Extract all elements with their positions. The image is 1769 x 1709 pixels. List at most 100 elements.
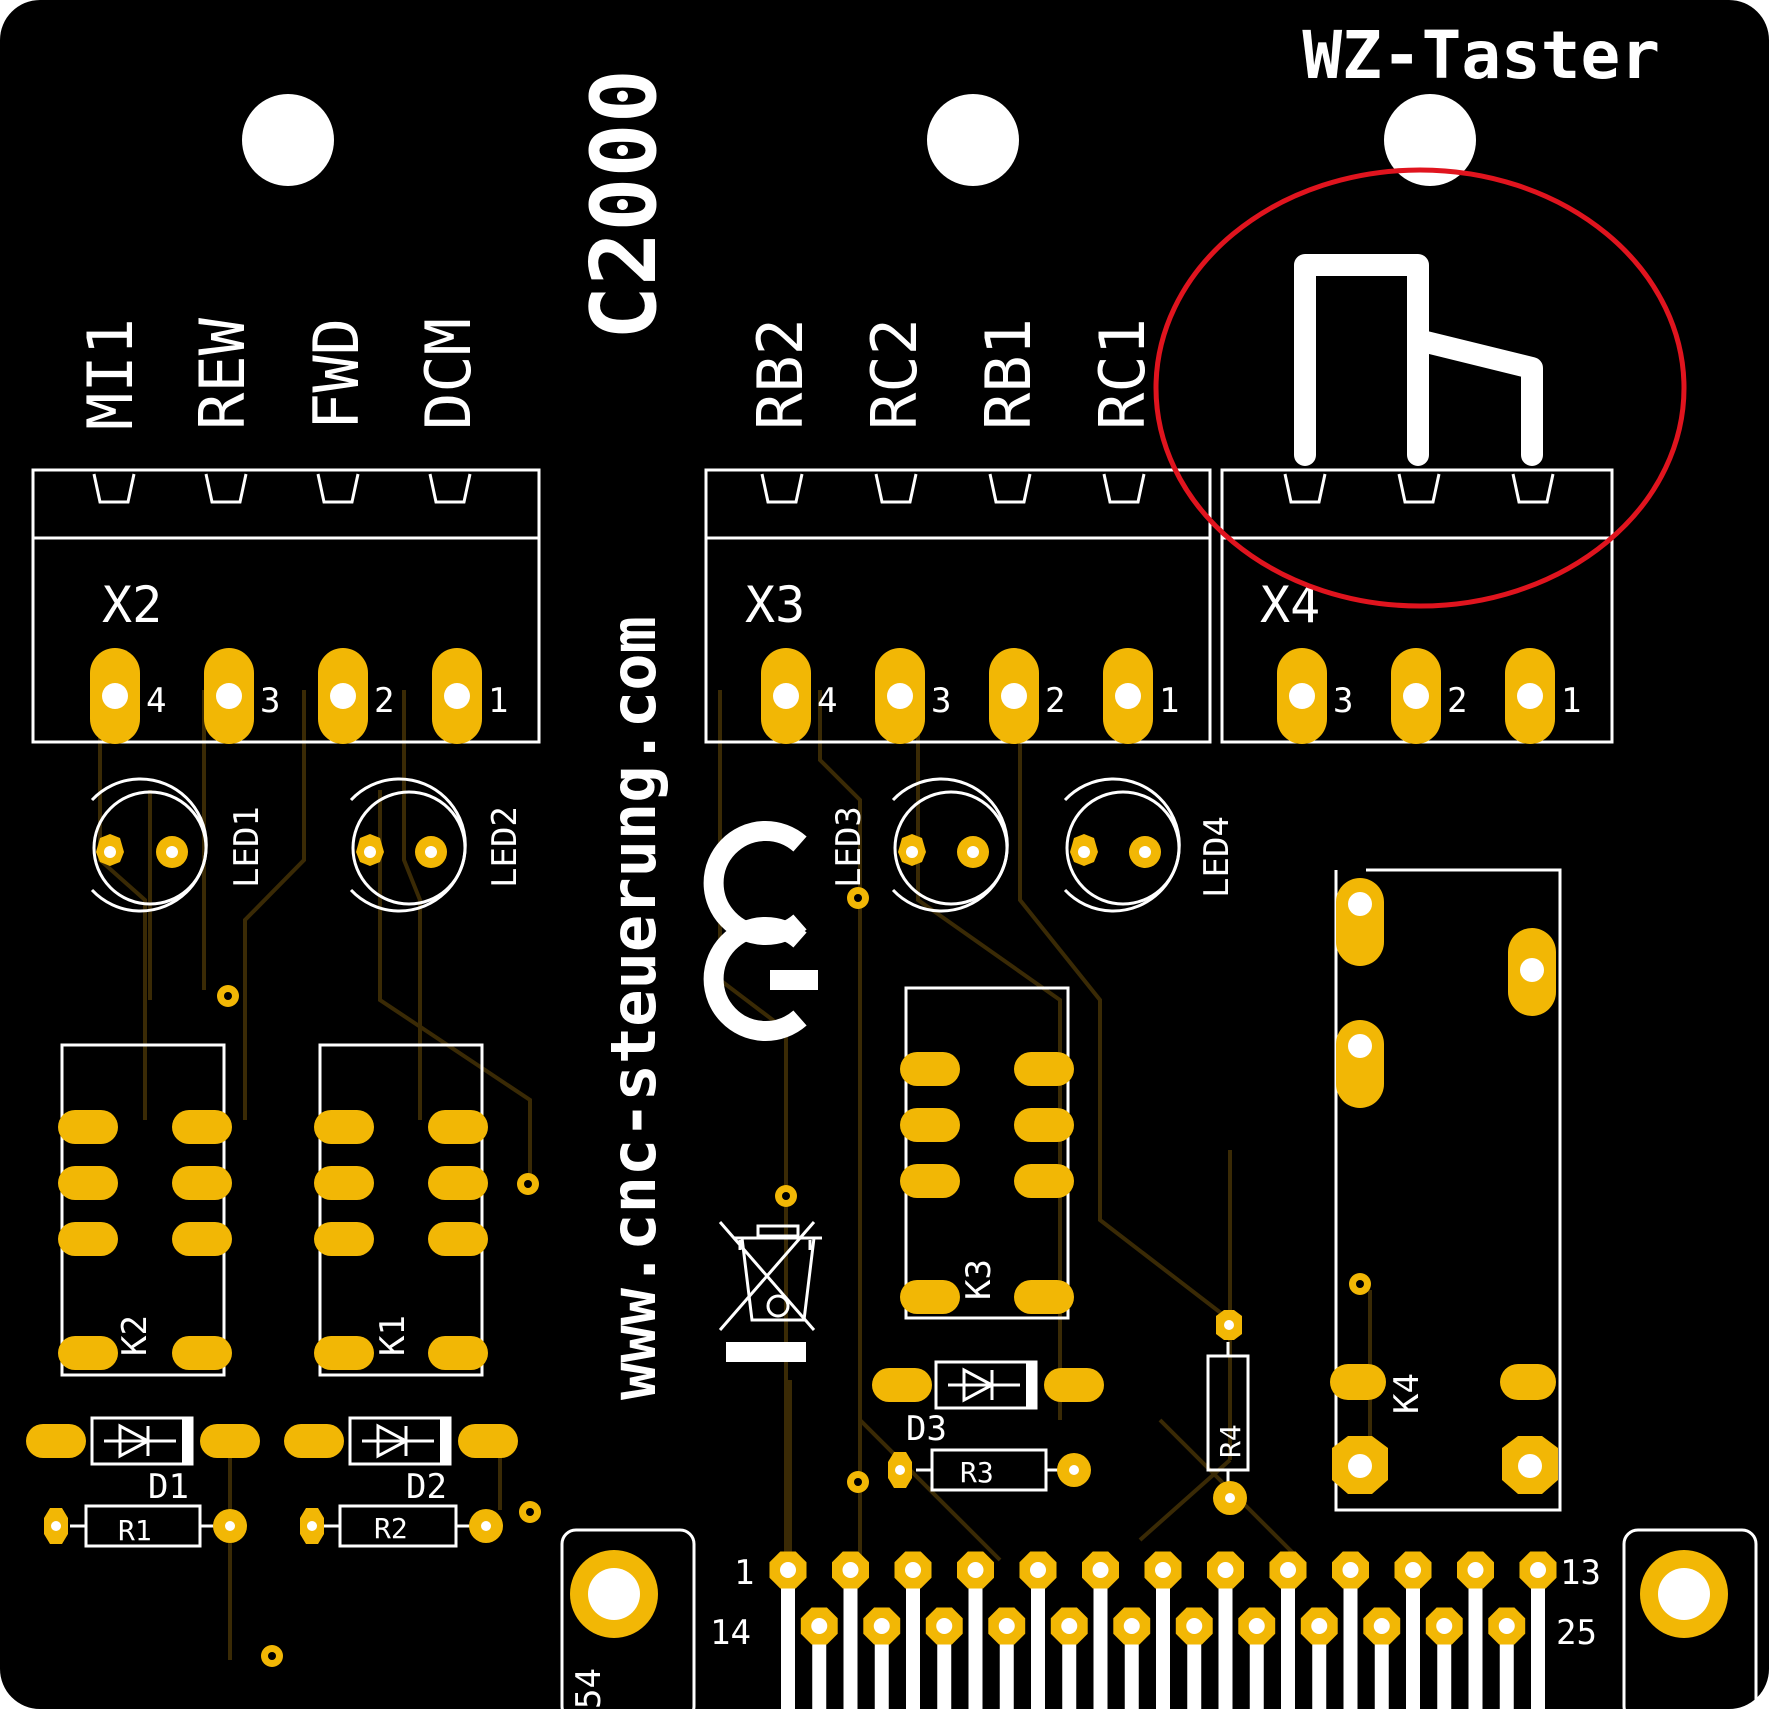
dsub-pin-hole xyxy=(1061,1618,1078,1634)
dsub-pin-first-bottom: 14 xyxy=(710,1613,751,1653)
mounting-hole xyxy=(927,94,1019,186)
dsub-pin-hole xyxy=(998,1618,1015,1634)
pin-number: 4 xyxy=(817,681,837,721)
relay-label: K1 xyxy=(373,1315,413,1356)
terminal-label-rb1: RB1 xyxy=(972,318,1045,430)
pin-number: 1 xyxy=(488,681,508,721)
pin-number: 2 xyxy=(374,681,394,721)
dsub-pin-hole xyxy=(1217,1562,1234,1578)
dsub-pin-hole xyxy=(1248,1618,1265,1634)
terminal-label-rc2: RC2 xyxy=(858,318,931,430)
relay-pads xyxy=(58,878,1558,1494)
terminal-label-rb2: RB2 xyxy=(744,318,817,430)
dsub-pin-lead xyxy=(1312,1626,1327,1709)
terminal-block-x2 xyxy=(31,468,541,744)
weee-bin-icon xyxy=(718,1221,822,1331)
led-label: LED3 xyxy=(829,806,869,888)
dsub-connector: 54 xyxy=(560,1528,1758,1709)
dsub-pin-hole xyxy=(1280,1562,1296,1578)
led-footprints xyxy=(90,777,1181,913)
website-label: www.cnc-steuerung.com xyxy=(597,616,670,1400)
terminal-label-mi1: MI1 xyxy=(74,318,147,430)
dsub-partial-label: 54 xyxy=(569,1668,609,1709)
dsub-flange-left xyxy=(560,1528,696,1709)
pin-number: 2 xyxy=(1447,681,1467,721)
dsub-pin-hole xyxy=(780,1562,796,1578)
pin-number: 2 xyxy=(1045,681,1065,721)
pin-number: 3 xyxy=(931,681,951,721)
dsub-pin-lead xyxy=(1406,1570,1420,1709)
dsub-pin-lead xyxy=(874,1626,889,1709)
dsub-pin-hole xyxy=(1405,1562,1421,1578)
dsub-pin-hole xyxy=(1155,1562,1171,1578)
dsub-pin-lead xyxy=(1437,1626,1452,1709)
dsub-pin-last-top: 13 xyxy=(1560,1553,1601,1593)
highlight-circle xyxy=(1153,167,1687,609)
terminal-label-rc1: RC1 xyxy=(1086,318,1159,430)
model-label: C2000 xyxy=(572,69,677,340)
dsub-pin-lead xyxy=(999,1626,1014,1709)
resistor-label: R1 xyxy=(118,1514,152,1547)
mounting-holes xyxy=(242,94,1476,186)
dsub-pin-lead xyxy=(937,1626,952,1709)
dsub-pin-lead xyxy=(781,1570,795,1709)
dsub-pin-hole xyxy=(1092,1562,1109,1578)
dsub-pin-lead xyxy=(1156,1570,1170,1709)
dsub-pin-first-top: 1 xyxy=(734,1553,754,1593)
relay-label: K3 xyxy=(959,1259,999,1300)
dsub-pin-hole xyxy=(1123,1618,1140,1634)
connector-ref-x2: X2 xyxy=(102,576,162,634)
relay-label: K2 xyxy=(115,1315,155,1356)
dsub-pin-hole xyxy=(905,1562,921,1578)
dsub-pin-lead xyxy=(1343,1570,1358,1709)
dsub-pin-lead xyxy=(1468,1570,1483,1709)
board-title: WZ-Taster xyxy=(1302,17,1660,94)
mounting-hole xyxy=(242,94,334,186)
led-label: LED4 xyxy=(1197,816,1237,898)
dsub-pin-hole xyxy=(842,1562,859,1578)
dsub-flange-right xyxy=(1622,1528,1758,1709)
dsub-pin-hole xyxy=(936,1618,953,1634)
diode-label: D2 xyxy=(406,1467,447,1507)
pin-number: 3 xyxy=(1333,681,1353,721)
dsub-pin-hole xyxy=(1373,1618,1390,1634)
dsub-pin-lead xyxy=(812,1626,827,1709)
dsub-pin-lead xyxy=(1187,1626,1202,1709)
dsub-pin-hole xyxy=(873,1618,890,1634)
dsub-pin-hole xyxy=(811,1618,828,1634)
diode-label: D3 xyxy=(906,1409,947,1449)
pin-number: 4 xyxy=(146,681,166,721)
pin-number: 1 xyxy=(1561,681,1581,721)
dsub-pin-lead xyxy=(1531,1570,1545,1709)
resistor-label: R2 xyxy=(374,1512,408,1545)
pin-number: 3 xyxy=(260,681,280,721)
relay-footprints xyxy=(60,868,1562,1512)
dsub-pin-lead xyxy=(1218,1570,1233,1709)
pin-numbers: 4 3 2 1 4 3 2 1 3 2 1 xyxy=(146,681,1581,721)
dsub-pin-lead xyxy=(1124,1626,1139,1709)
dsub-pin-lead xyxy=(1093,1570,1108,1709)
diode-label: D1 xyxy=(148,1467,189,1507)
dsub-pin-lead xyxy=(1062,1626,1077,1709)
ce-mark-icon xyxy=(703,821,818,1041)
diode-pads xyxy=(26,1368,1104,1458)
dsub-pin-hole xyxy=(1186,1618,1203,1634)
dsub-pin-hole xyxy=(1342,1562,1359,1578)
dsub-pin-hole xyxy=(1498,1618,1515,1634)
dsub-pins xyxy=(769,1551,1557,1709)
led-label: LED2 xyxy=(485,806,525,888)
relay-label: K4 xyxy=(1387,1373,1427,1414)
dsub-pin-hole xyxy=(1311,1618,1328,1634)
dsub-pin-lead xyxy=(1031,1570,1045,1709)
dsub-pin-lead xyxy=(1374,1626,1389,1709)
led-label: LED1 xyxy=(227,806,267,888)
dsub-pin-lead xyxy=(843,1570,858,1709)
terminal-label-dcm: DCM xyxy=(412,318,485,430)
switch-symbol-icon xyxy=(1294,254,1543,466)
dsub-pin-hole xyxy=(1436,1618,1453,1634)
dsub-pin-hole xyxy=(1030,1562,1046,1578)
mounting-hole xyxy=(1384,94,1476,186)
pin-number: 1 xyxy=(1159,681,1179,721)
